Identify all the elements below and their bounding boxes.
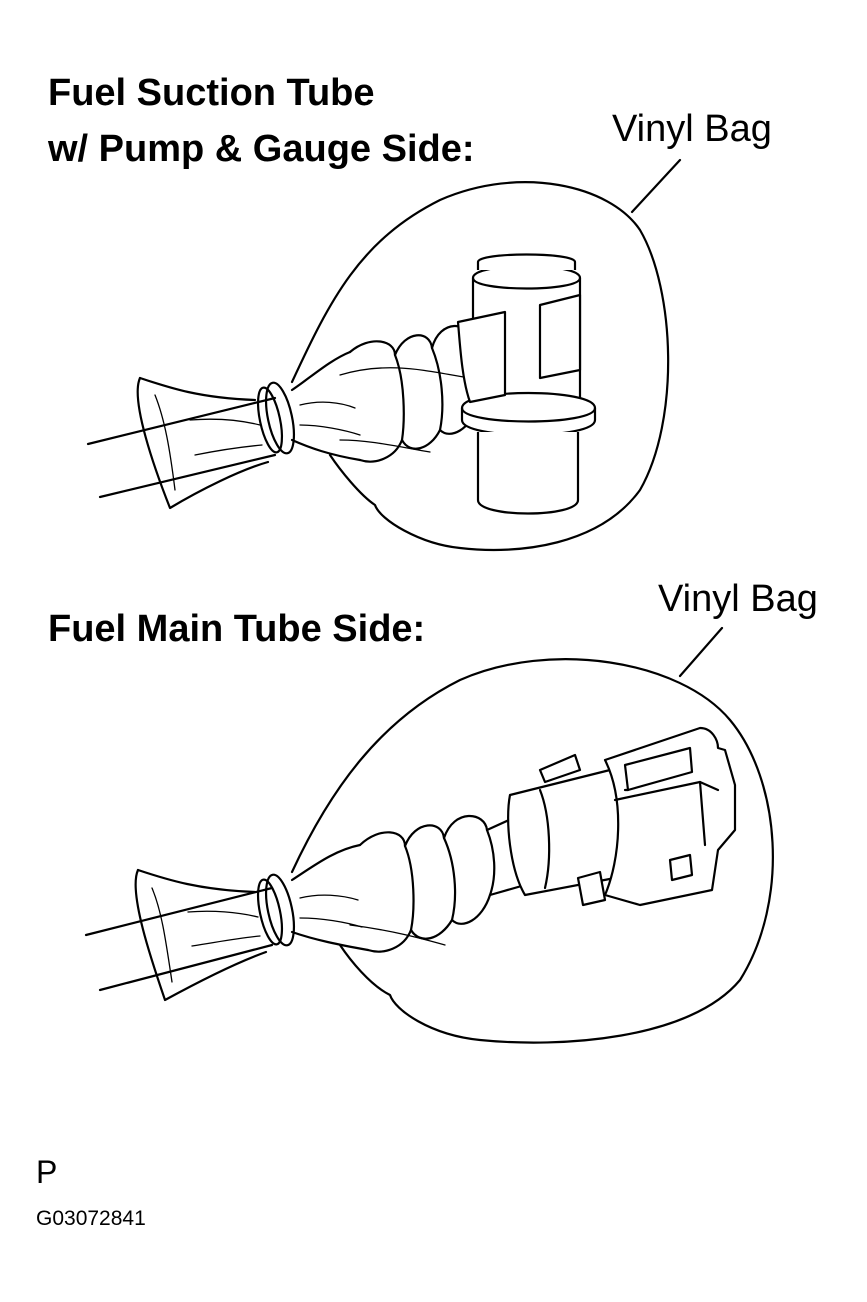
top-vinyl-bag bbox=[290, 181, 670, 552]
bottom-corrugated-hose bbox=[358, 813, 522, 848]
top-bag-funnel bbox=[136, 376, 270, 510]
top-bag-fold bbox=[339, 367, 471, 379]
bottom-bag-funnel bbox=[134, 868, 268, 1002]
bottom-bag-fold bbox=[349, 924, 446, 946]
bottom-vinyl-bag bbox=[290, 658, 774, 1044]
bottom-clamp-ring bbox=[264, 873, 296, 947]
footer-mark: P bbox=[36, 1154, 58, 1190]
top-heading-line1: Fuel Suction Tube bbox=[48, 72, 375, 114]
top-illustration bbox=[86, 158, 682, 552]
bottom-callout-vinyl-bag: Vinyl Bag bbox=[658, 578, 818, 620]
top-clamp-ring bbox=[264, 381, 296, 455]
bottom-heading: Fuel Main Tube Side: bbox=[48, 608, 426, 650]
bottom-callout-leader bbox=[678, 626, 724, 678]
bottom-illustration bbox=[84, 626, 774, 1044]
top-callout-leader bbox=[630, 158, 682, 214]
top-pipe bbox=[86, 396, 277, 446]
top-callout-vinyl-bag: Vinyl Bag bbox=[612, 108, 772, 150]
top-heading-line2: w/ Pump & Gauge Side: bbox=[48, 128, 475, 170]
bottom-pipe bbox=[84, 886, 274, 937]
bottom-quick-connector bbox=[507, 768, 626, 897]
figure-id: G03072841 bbox=[36, 1207, 146, 1230]
top-bag-fold-2 bbox=[339, 439, 431, 453]
